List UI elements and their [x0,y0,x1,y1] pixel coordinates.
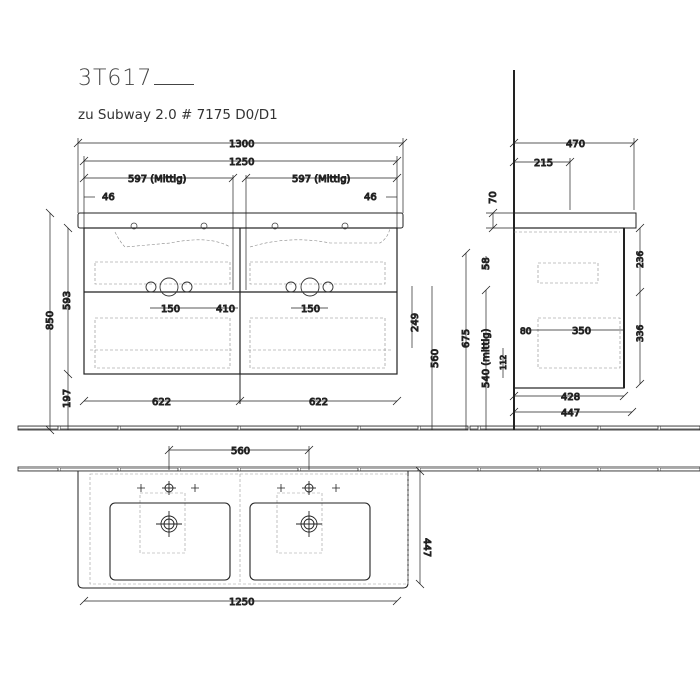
dim-112: 112 [499,355,508,370]
dim-447-side: 447 [561,408,580,419]
dim-46-right: 46 [364,192,377,203]
dim-1250-top: 1250 [229,597,254,608]
dim-597-right: 597 (Mittig) [292,174,351,185]
dim-350: 350 [572,326,591,337]
dim-560-height: 560 [430,349,441,368]
side-basin-top [513,212,637,229]
front-view: 1300 1250 597 (Mittig) 597 (Mittig) 46 4… [17,138,469,435]
dim-1300: 1300 [229,139,254,150]
basin-top [77,212,404,229]
top-wall-line [17,466,700,472]
dim-622-right: 622 [309,397,328,408]
dim-336: 336 [636,325,646,342]
dim-80: 80 [520,327,532,337]
dim-447-top: 447 [421,538,432,557]
dim-540-mittig: 540 (mittig) [481,328,492,388]
dim-70: 70 [488,191,499,204]
dim-1250: 1250 [229,157,254,168]
dim-470: 470 [566,139,585,150]
top-view: 560 447 1250 [17,446,700,609]
dim-622-left: 622 [152,397,171,408]
side-floor-line [469,425,700,431]
model-number-underline [154,66,195,85]
dim-58: 58 [481,257,492,270]
dim-675: 675 [461,329,472,348]
dim-46-left: 46 [102,192,115,203]
side-view: 470 215 70 58 236 336 675 540 (mittig) 1… [461,70,700,431]
model-number: 3T617 [78,66,195,91]
dim-593: 593 [62,291,73,310]
dim-215: 215 [534,158,553,169]
side-cabinet [513,227,625,389]
dim-850: 850 [45,311,56,330]
dim-597-left: 597 (Mittig) [128,174,187,185]
dim-150-left: 150 [161,304,180,315]
right-basin [249,502,371,581]
dim-197: 197 [62,389,73,408]
dim-560-taps: 560 [231,446,250,457]
dim-428: 428 [561,392,580,403]
model-subtitle: zu Subway 2.0 # 7175 D0/D1 [78,107,278,123]
top-basin-outline [77,471,409,589]
dim-249: 249 [410,313,421,332]
dim-150-right: 150 [301,304,320,315]
floor-line [17,425,469,431]
dim-236: 236 [636,251,646,268]
left-basin [109,502,231,581]
dim-410: 410 [216,304,235,315]
